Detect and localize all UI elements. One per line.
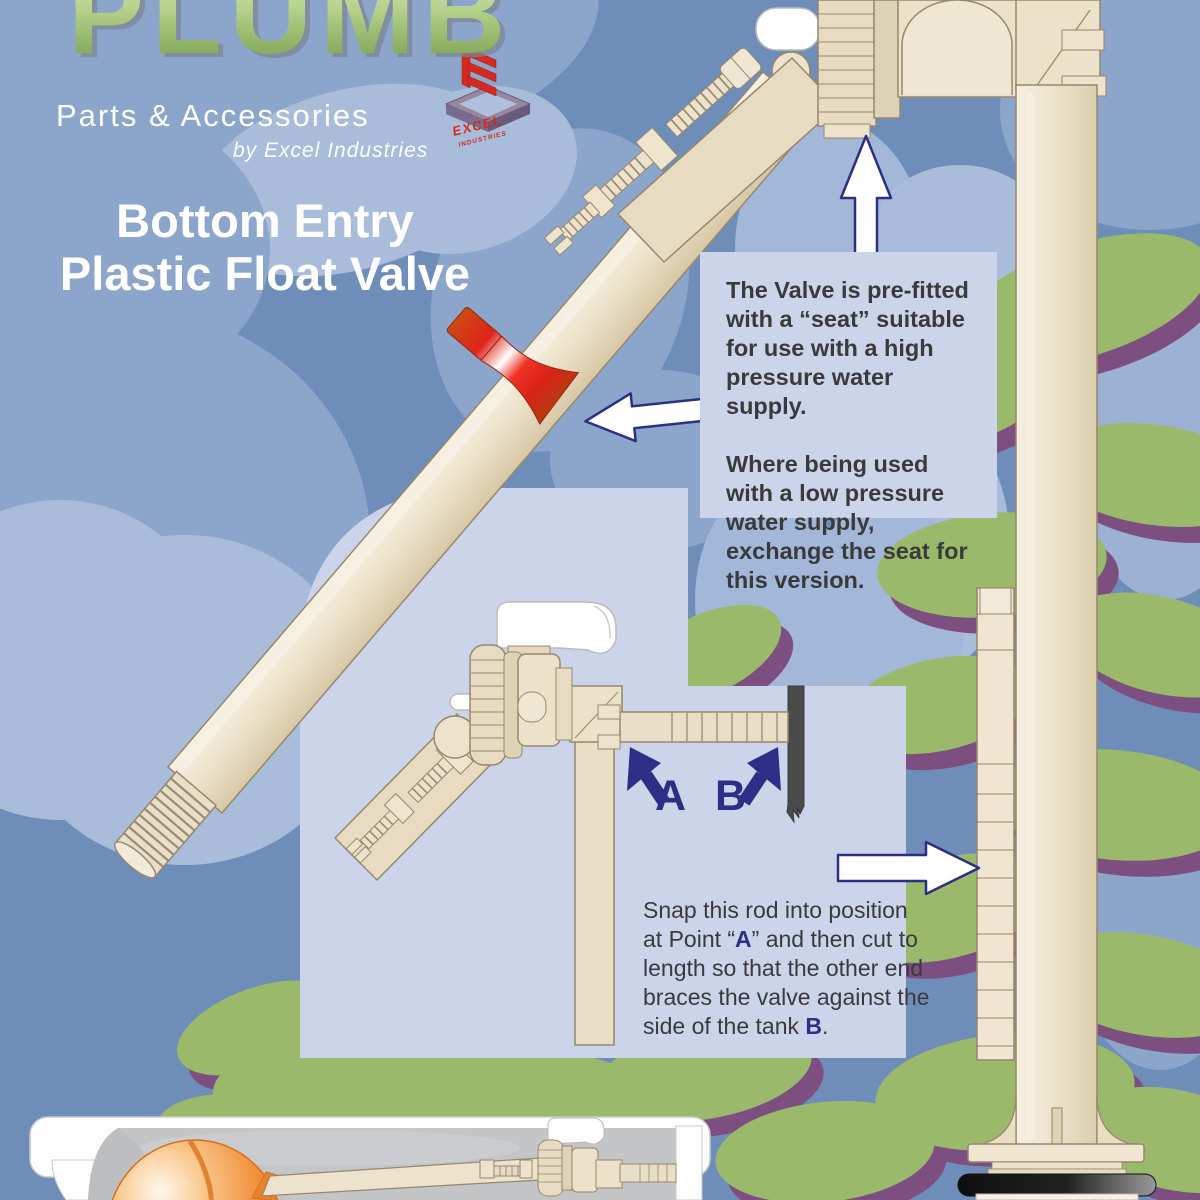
excel-logo-icon bbox=[444, 43, 532, 132]
adjuster-column bbox=[976, 587, 1015, 1061]
brand-byline: by Excel Industries bbox=[233, 139, 429, 162]
brace-rod bbox=[619, 711, 789, 743]
seat-callout-para2: Where being used with a low pressure wat… bbox=[726, 451, 968, 593]
page-title: Bottom Entry Plastic Float Valve bbox=[30, 194, 500, 300]
rod-callout-text-3: . bbox=[822, 1013, 829, 1039]
riser-pipe bbox=[1015, 84, 1098, 1148]
seat-callout: The Valve is pre-fitted with a “seat” su… bbox=[700, 252, 997, 593]
rod-callout-label-b: B bbox=[805, 1013, 823, 1039]
spout bbox=[496, 601, 617, 655]
rod-callout-label-a: A bbox=[735, 926, 752, 952]
valve-head bbox=[543, 0, 1107, 263]
rod-callout-text-2: ” and then cut to length so that the oth… bbox=[643, 926, 930, 1039]
rod-callout-text-1: Snap this rod into position at Point “ bbox=[643, 897, 908, 952]
pointer-a-icon bbox=[627, 747, 670, 806]
brand-tagline: Parts & Accessories bbox=[56, 98, 370, 133]
point-a-label: A bbox=[655, 772, 687, 820]
rubber-washer bbox=[957, 1173, 1157, 1197]
pipe-base bbox=[957, 1094, 1157, 1200]
title-line-2: Plastic Float Valve bbox=[59, 247, 471, 300]
middle-valve bbox=[334, 601, 789, 1046]
tank bbox=[29, 1116, 711, 1200]
float-ball bbox=[111, 1139, 279, 1200]
right-arrow-icon bbox=[836, 840, 981, 896]
rod-callout: Snap this rod into position at Point “A”… bbox=[643, 896, 931, 1041]
tank-valve bbox=[479, 1117, 677, 1197]
pointer-b-icon bbox=[738, 747, 781, 806]
point-b-label: B bbox=[715, 772, 747, 820]
plumb-logo: PLUMB bbox=[68, 0, 513, 72]
title-line-1: Bottom Entry bbox=[116, 194, 414, 247]
tank-wall-bar bbox=[786, 685, 805, 824]
seat-callout-para1: The Valve is pre-fitted with a “seat” su… bbox=[726, 277, 969, 419]
red-seat bbox=[446, 306, 580, 425]
